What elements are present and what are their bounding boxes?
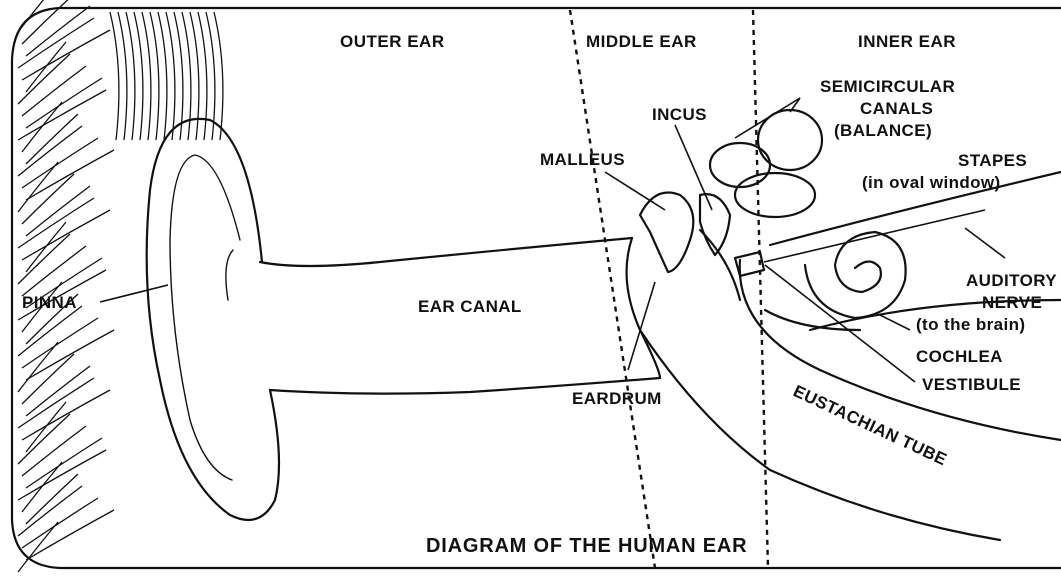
pinna-inner-fold-2 bbox=[226, 250, 233, 300]
semicircular-canal-3 bbox=[735, 173, 815, 217]
label-ear-canal: EAR CANAL bbox=[418, 297, 522, 316]
hair-strand bbox=[22, 0, 74, 44]
label-cochlea: COCHLEA bbox=[916, 347, 1003, 366]
hair-strand bbox=[26, 510, 114, 560]
label-stapes-2: (in oval window) bbox=[862, 173, 1001, 192]
label-semicircular-2: CANALS bbox=[860, 99, 933, 118]
label-stapes-1: STAPES bbox=[958, 151, 1027, 170]
diagram-title: DIAGRAM OF THE HUMAN EAR bbox=[426, 535, 747, 557]
hair-strand bbox=[134, 12, 143, 140]
middle-ear-cavity bbox=[640, 230, 770, 470]
region-middle-ear: MIDDLE EAR bbox=[586, 32, 697, 51]
hair-strand bbox=[18, 90, 106, 140]
malleus-leader bbox=[605, 172, 665, 210]
region-inner-ear: INNER EAR bbox=[858, 32, 956, 51]
hair-strand bbox=[110, 12, 119, 140]
vestibule-leader bbox=[765, 265, 915, 382]
semicircular-canal-1 bbox=[710, 143, 770, 187]
hair-strand bbox=[118, 12, 127, 140]
hair-strand bbox=[214, 12, 223, 140]
hair-strand bbox=[198, 12, 207, 140]
label-auditory-2: NERVE bbox=[982, 293, 1042, 312]
label-eardrum: EARDRUM bbox=[572, 389, 662, 408]
eardrum-leader bbox=[628, 282, 655, 370]
cochlea-spiral bbox=[805, 232, 906, 318]
middle-inner-divider bbox=[753, 10, 768, 568]
hair-strand bbox=[142, 12, 151, 140]
malleus-shape bbox=[640, 193, 693, 273]
semicircular-canal-2 bbox=[758, 110, 822, 170]
hair-strand bbox=[22, 210, 110, 260]
label-auditory-3: (to the brain) bbox=[916, 315, 1025, 334]
hair-strand bbox=[18, 0, 58, 32]
hair-strand bbox=[190, 12, 199, 140]
region-outer-ear: OUTER EAR bbox=[340, 32, 445, 51]
label-semicircular-1: SEMICIRCULAR bbox=[820, 77, 955, 96]
pinna-shape bbox=[147, 119, 279, 520]
hair-strand bbox=[26, 150, 114, 200]
label-pinna: PINNA bbox=[22, 293, 77, 312]
label-malleus: MALLEUS bbox=[540, 150, 625, 169]
hair-hatching bbox=[18, 0, 223, 572]
hair-strand bbox=[18, 54, 70, 104]
hair-strand bbox=[18, 234, 70, 284]
hair-strand bbox=[26, 330, 114, 380]
incus-leader bbox=[675, 125, 712, 210]
hair-strand bbox=[22, 390, 110, 440]
hair-strand bbox=[18, 450, 106, 500]
label-eustachian-tube: EUSTACHIAN TUBE bbox=[790, 381, 950, 469]
outer-middle-divider bbox=[570, 10, 655, 568]
hair-strand bbox=[166, 12, 175, 140]
hair-strand bbox=[158, 12, 167, 140]
hair-strand bbox=[18, 414, 70, 464]
label-semicircular-3: (BALANCE) bbox=[834, 121, 932, 140]
auditory-nerve-leader bbox=[965, 228, 1005, 258]
label-incus: INCUS bbox=[652, 105, 707, 124]
label-vestibule: VESTIBULE bbox=[922, 375, 1021, 394]
semicircular-leader-1 bbox=[735, 98, 800, 138]
label-auditory-1: AUDITORY bbox=[966, 271, 1057, 290]
hair-strand bbox=[150, 12, 159, 140]
hair-strand bbox=[126, 12, 135, 140]
hair-strand bbox=[22, 30, 110, 80]
pinna-inner-fold bbox=[170, 155, 240, 480]
hair-strand bbox=[174, 12, 183, 140]
cochlea-leader bbox=[880, 315, 910, 330]
pinna-leader bbox=[100, 285, 168, 302]
